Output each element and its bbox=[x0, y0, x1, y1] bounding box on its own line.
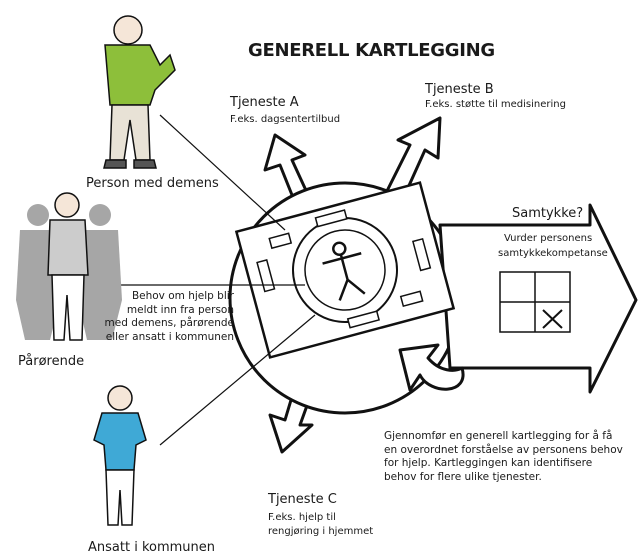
referral-text: Behov om hjelp blir meldt inn fra person… bbox=[100, 290, 234, 344]
consent-line2: samtykkekompetanse bbox=[498, 248, 608, 259]
municipal-employee-figure bbox=[93, 385, 147, 526]
assessment-line: en overordnet forståelse av personens be… bbox=[384, 443, 623, 456]
assessment-line: Gjennomfør en generell kartlegging for å… bbox=[384, 430, 613, 442]
referral-line: Behov om hjelp blir bbox=[131, 290, 234, 302]
actor-relatives-label: Pårørende bbox=[18, 354, 85, 369]
service-b-name: Tjeneste B bbox=[425, 82, 494, 97]
service-a-example: F.eks. dagsentertilbud bbox=[230, 114, 341, 125]
service-c-example-line1: F.eks. hjelp til bbox=[268, 512, 336, 523]
assessment-line: behov for flere ulike tjenester. bbox=[384, 470, 542, 483]
actor-employee-label: Ansatt i kommunen bbox=[88, 540, 216, 555]
consent-line1: Vurder personens bbox=[504, 233, 593, 244]
actor-person-label: Person med demens bbox=[86, 176, 219, 191]
service-c-name: Tjeneste C bbox=[268, 492, 337, 507]
assessment-line: for hjelp. Kartleggingen kan identifiser… bbox=[384, 457, 593, 469]
service-c-example-line2: rengjøring i hjemmet bbox=[268, 526, 374, 537]
referral-line: meldt inn fra person bbox=[126, 303, 234, 316]
referral-line: med demens, pårørende bbox=[104, 317, 234, 329]
relative-woman-figure bbox=[47, 192, 89, 341]
consent-title: Samtykke? bbox=[512, 206, 584, 221]
service-b-example: F.eks. støtte til medisinering bbox=[425, 99, 566, 110]
assessment-text: Gjennomfør en generell kartlegging for å… bbox=[384, 430, 640, 484]
service-a-name: Tjeneste A bbox=[230, 95, 299, 110]
assessment-paper bbox=[234, 181, 456, 359]
referral-line: eller ansatt i kommunen bbox=[105, 330, 234, 343]
person-with-dementia-figure bbox=[103, 15, 176, 169]
diagram-title: GENERELL KARTLEGGING bbox=[248, 40, 495, 61]
consent-checkbox-grid bbox=[499, 271, 571, 333]
arrow-return bbox=[398, 343, 465, 392]
